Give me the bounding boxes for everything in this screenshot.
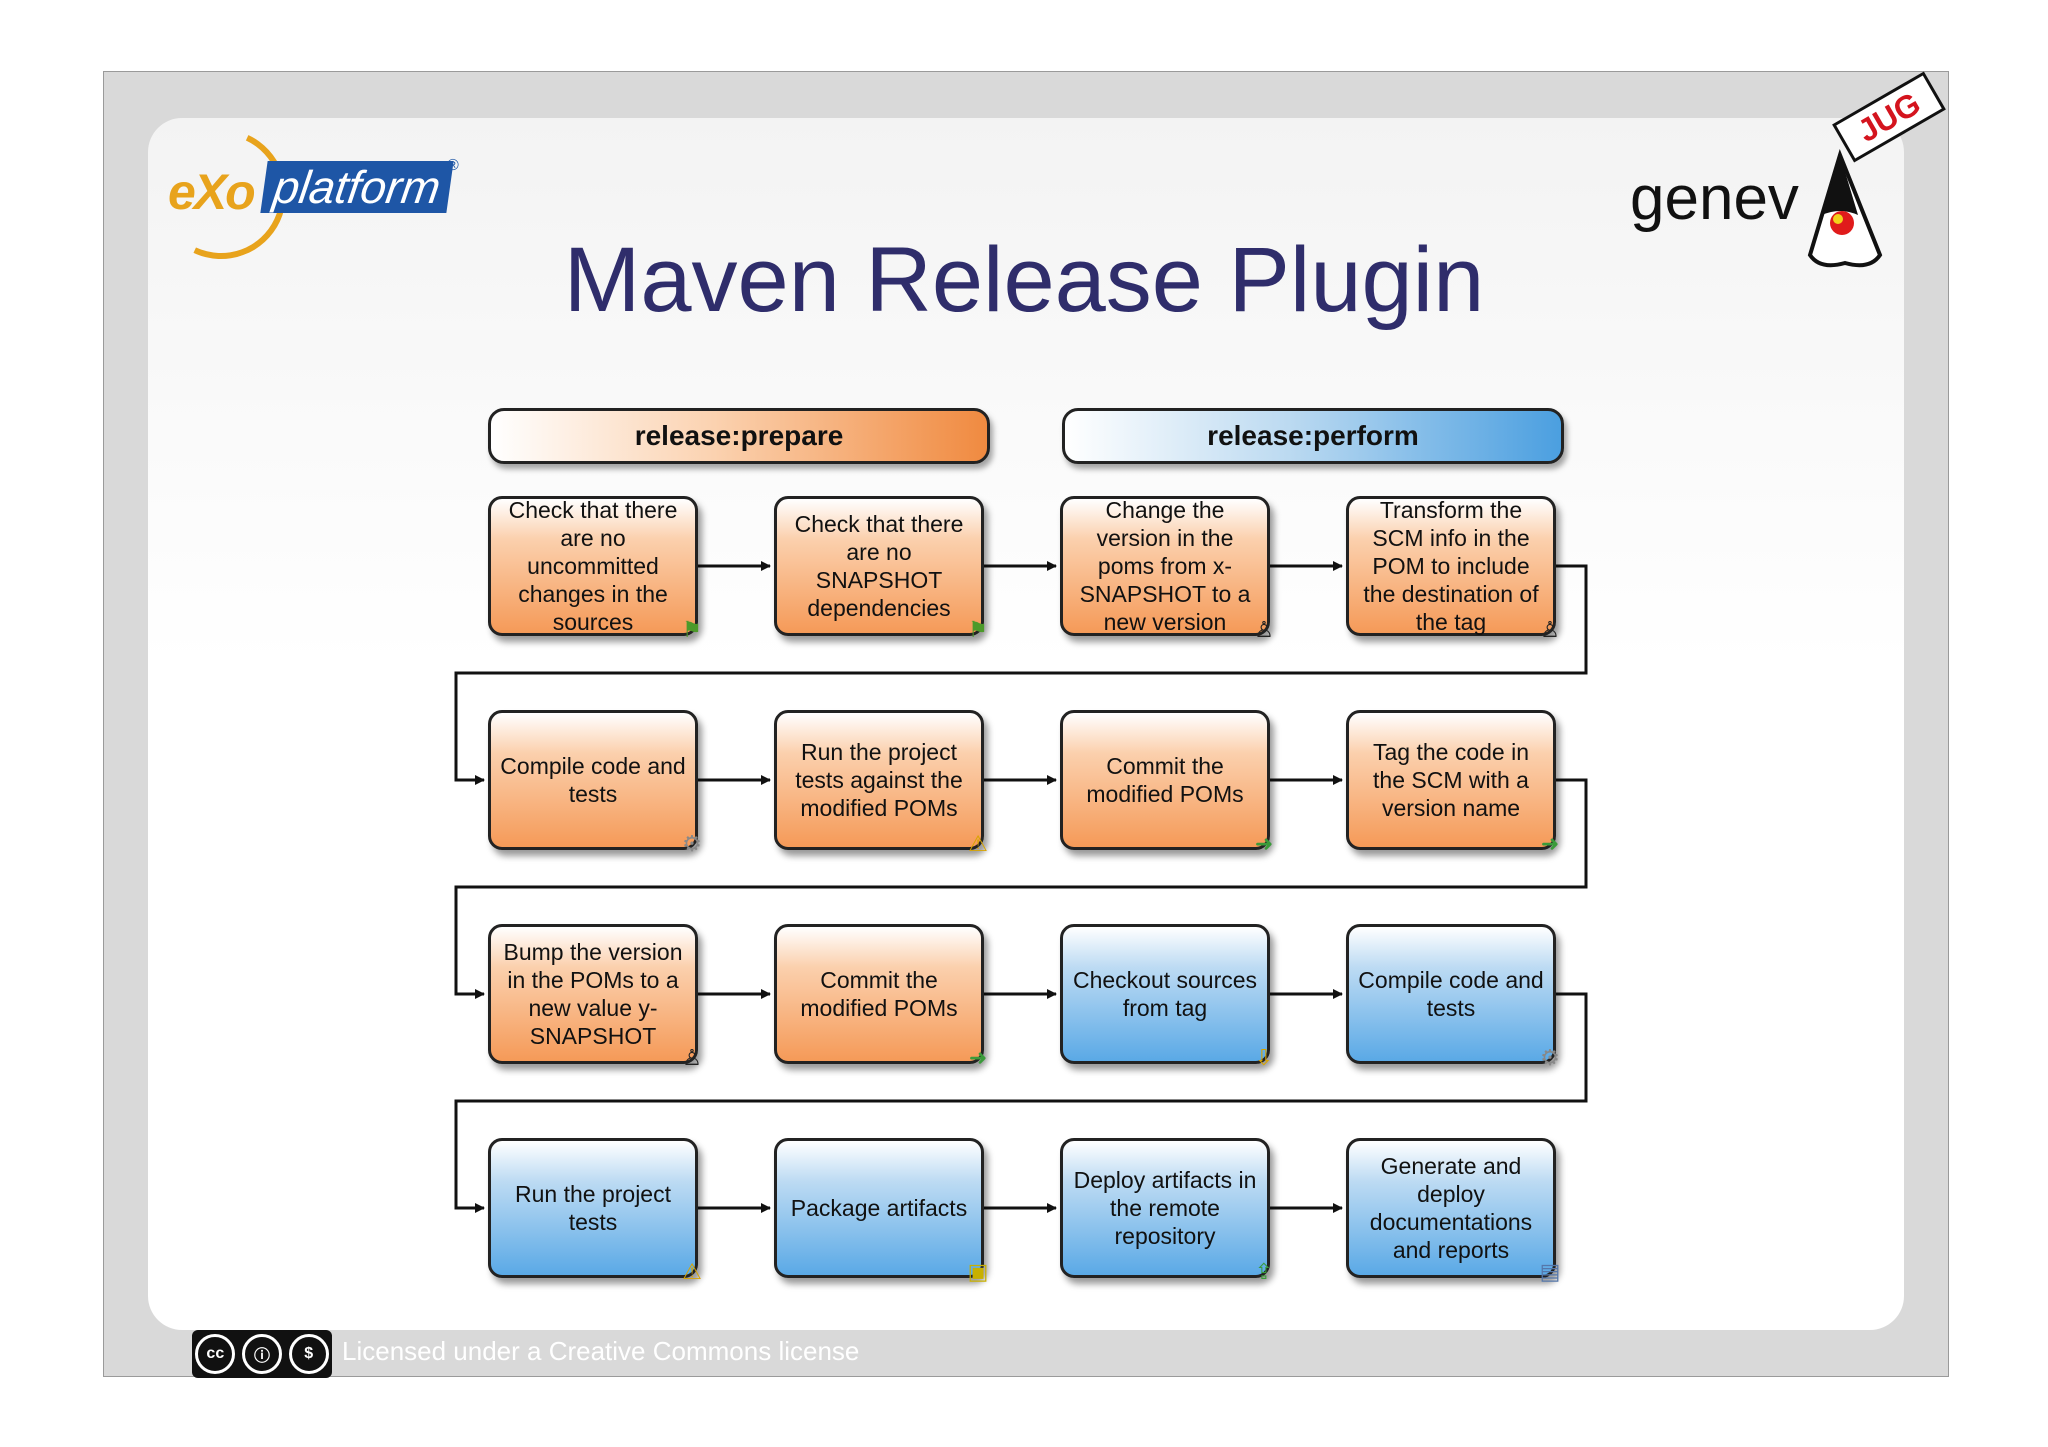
cc-by-icon: ⓘ <box>241 1334 282 1374</box>
export-icon: ➜ <box>1254 831 1274 856</box>
logo-registered-mark: ® <box>447 157 459 174</box>
exo-platform-logo: eXo platform ® <box>137 110 480 278</box>
test-warning-icon: ⚠ <box>682 1259 702 1284</box>
step-label: Change the version in the poms from x-SN… <box>1079 497 1251 635</box>
step-label: Compile code and tests <box>500 753 686 807</box>
step-box: Tag the code in the SCM with a version n… <box>1346 710 1559 856</box>
gear-icon: ⚙ <box>1540 1045 1560 1070</box>
step-box: Change the version in the poms from x-SN… <box>1060 496 1274 642</box>
step-label: Run the project tests <box>515 1181 671 1235</box>
phase-release-prepare: release:prepare <box>488 408 990 464</box>
step-label: Run the project tests against the modifi… <box>795 739 963 821</box>
creative-commons-badge: cc ⓘ $ <box>192 1330 332 1378</box>
step-label: Checkout sources from tag <box>1072 967 1258 1021</box>
step-box: Check that there are no uncommitted chan… <box>488 496 702 642</box>
logo-geneva-text: genev <box>1630 164 1799 233</box>
gear-icon: ⚙ <box>682 831 702 856</box>
flag-icon: ⚑ <box>968 617 988 642</box>
flow-arrow <box>454 564 1588 785</box>
cc-nc-icon: $ <box>288 1334 329 1374</box>
step-box: Generate and deploy documentations and r… <box>1346 1138 1560 1284</box>
user-icon: ♙ <box>682 1045 702 1070</box>
step-label: Transform the SCM info in the POM to inc… <box>1363 497 1539 635</box>
step-label: Deploy artifacts in the remote repositor… <box>1073 1167 1257 1249</box>
package-icon: ▣ <box>967 1259 989 1284</box>
flow-arrow <box>454 778 1588 999</box>
slide-panel <box>148 118 1904 1330</box>
step-box: Run the project tests ⚠ <box>488 1138 702 1284</box>
user-icon: ♙ <box>1254 617 1274 642</box>
step-box: Transform the SCM info in the POM to inc… <box>1346 496 1560 642</box>
user-icon: ♙ <box>1540 617 1560 642</box>
step-label: Compile code and tests <box>1358 967 1544 1021</box>
geneva-jug-logo: genev JUG <box>1620 71 1950 275</box>
step-box: Package artifacts ▣ <box>774 1138 988 1284</box>
logo-exo-text: eXo <box>168 164 256 220</box>
step-box: Checkout sources from tag ⇩ <box>1060 924 1273 1070</box>
document-icon: ▤ <box>1539 1259 1561 1284</box>
step-label: Package artifacts <box>790 1195 968 1221</box>
test-warning-icon: ⚠ <box>968 831 988 856</box>
export-icon: ➜ <box>1540 831 1560 856</box>
flag-icon: ⚑ <box>682 617 702 642</box>
cc-icon: cc <box>195 1334 236 1374</box>
step-box: Compile code and tests ⚙ <box>488 710 702 856</box>
step-label: Commit the modified POMs <box>1086 753 1244 807</box>
step-box: Compile code and tests ⚙ <box>1346 924 1560 1070</box>
flow-arrow <box>454 992 1588 1213</box>
export-icon: ➜ <box>968 1045 988 1070</box>
slide-title: Maven Release Plugin <box>563 229 1485 331</box>
license-text: Licensed under a Creative Commons licens… <box>342 1336 860 1366</box>
step-label: Generate and deploy documentations and r… <box>1369 1153 1533 1263</box>
phase-release-perform: release:perform <box>1062 408 1564 464</box>
step-label: Commit the modified POMs <box>800 967 958 1021</box>
step-box: Bump the version in the POMs to a new va… <box>488 924 702 1070</box>
duke-mascot-icon <box>1807 148 1883 268</box>
step-box: Deploy artifacts in the remote repositor… <box>1060 1138 1273 1284</box>
checkout-icon: ⇩ <box>1254 1045 1274 1070</box>
step-label: Bump the version in the POMs to a new va… <box>503 939 683 1049</box>
deploy-icon: ⇪ <box>1254 1259 1274 1284</box>
step-box: Run the project tests against the modifi… <box>774 710 988 856</box>
step-box: Check that there are no SNAPSHOT depende… <box>774 496 988 642</box>
step-label: Check that there are no uncommitted chan… <box>508 497 678 635</box>
step-label: Tag the code in the SCM with a version n… <box>1372 739 1529 821</box>
step-box: Commit the modified POMs ➜ <box>774 924 987 1070</box>
step-label: Check that there are no SNAPSHOT depende… <box>794 511 964 621</box>
step-box: Commit the modified POMs ➜ <box>1060 710 1273 856</box>
